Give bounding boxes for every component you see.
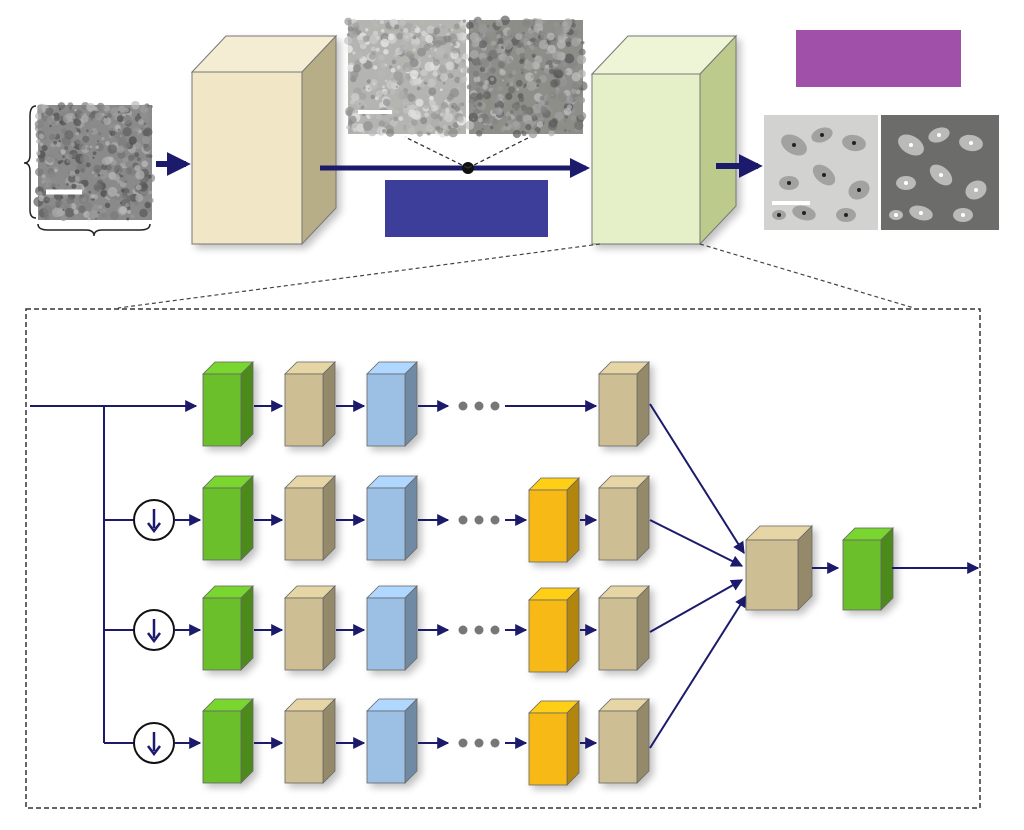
green-conv-block [202,475,254,561]
branch-1 [202,361,650,447]
intermediate-image-right [465,15,588,139]
fusion-arrow-2 [649,519,744,567]
input-vertical-brace [23,105,37,219]
orange-conv-block [528,587,580,673]
tan-conv-block [284,698,336,784]
blue-conv-block [366,361,418,447]
blue-conv-block [366,475,418,561]
downsample-icon [133,609,175,651]
detail-panel [25,308,981,809]
ellipsis-dot [474,738,484,748]
branch-2 [104,475,650,563]
input-horizontal-brace [37,223,151,237]
green-conv-block [202,361,254,447]
green-conv-block [202,585,254,671]
decoder-block [590,34,738,246]
downsample-icon [133,722,175,764]
ellipsis-dot [490,515,500,525]
dashed-connector-left [404,136,469,169]
downsample-icon [133,499,175,541]
intermediate-image-left [343,17,470,138]
blue-conv-block [366,698,418,784]
fusion-arrow-4 [649,594,747,749]
fusion-arrow-1 [649,403,745,555]
tan-conv-block [284,475,336,561]
expansion-line-right [699,243,915,309]
ellipsis-dot [474,515,484,525]
ellipsis-dot [458,401,468,411]
ellipsis-dot [490,738,500,748]
orange-conv-block [528,477,580,563]
tan-conv-block [284,361,336,447]
tan-output-block [598,475,650,561]
fusion-arrow-3 [649,579,744,633]
tan-conv-block [284,585,336,671]
tan-output-block [598,585,650,671]
output-image-left [764,115,878,230]
tan-output-block [598,361,650,447]
green-conv-block [202,698,254,784]
ellipsis-dot [474,401,484,411]
branch-4 [104,698,650,786]
indigo-label-box [385,180,548,237]
encoder-block [190,34,338,246]
dashed-connector-right [467,136,531,169]
output-conv-block [842,527,894,611]
ellipsis-dot [474,625,484,635]
ellipsis-dot [458,515,468,525]
ellipsis-dot [458,625,468,635]
branch-3 [104,585,650,673]
purple-label-box [796,30,961,87]
output-image-right [881,115,999,230]
tan-output-block [598,698,650,784]
blue-conv-block [366,585,418,671]
orange-conv-block [528,700,580,786]
ellipsis-dot [490,625,500,635]
fusion-block [745,525,813,611]
expansion-line-left [117,243,601,309]
ellipsis-dot [490,401,500,411]
input-image [33,100,156,222]
ellipsis-dot [458,738,468,748]
